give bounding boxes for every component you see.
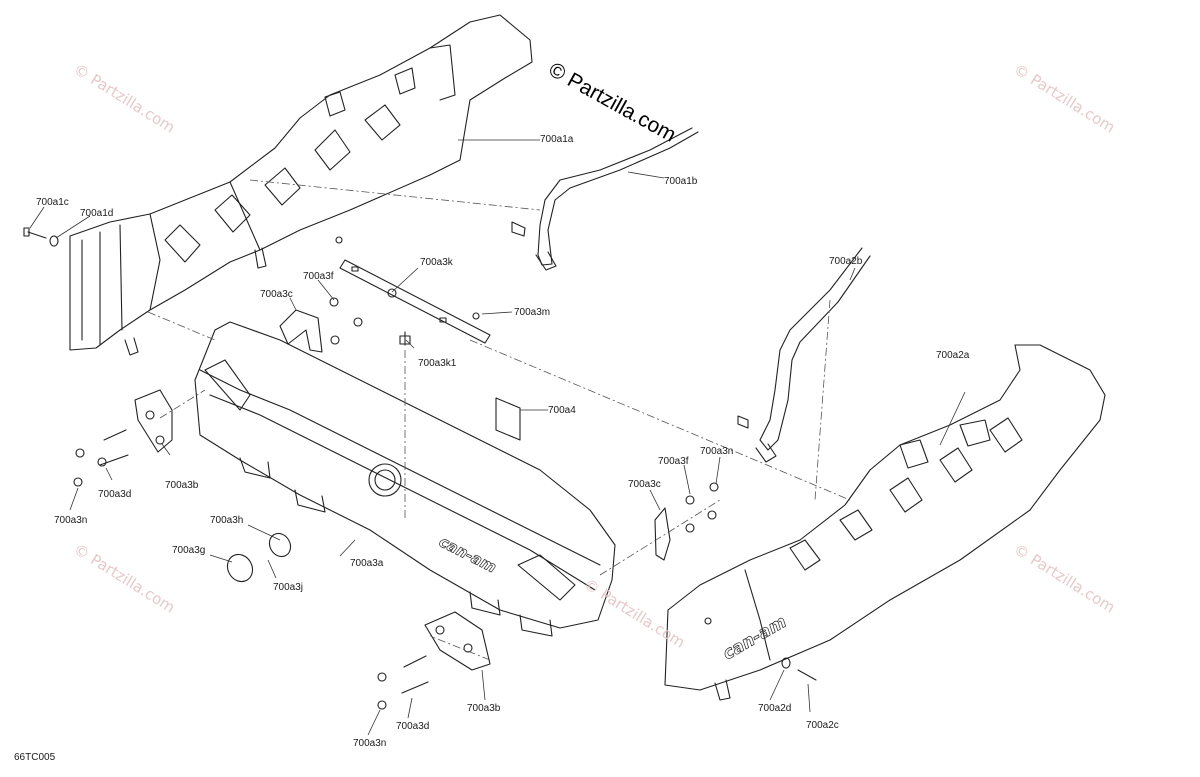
callout-700a3m: 700a3m <box>514 307 551 318</box>
alignment-lines <box>147 179 851 661</box>
callout-700a3k1: 700a3k1 <box>418 358 457 369</box>
callout-700a3n: 700a3n <box>700 446 734 457</box>
callout-700a2c: 700a2c <box>806 720 839 731</box>
left-mount-bracket <box>279 309 323 353</box>
hinge-top <box>134 389 173 453</box>
fasteners <box>23 227 817 710</box>
callout-700a3f: 700a3f <box>658 456 689 467</box>
callout-700a2b: 700a2b <box>829 256 863 267</box>
right-rail <box>737 247 871 463</box>
callout-700a3b: 700a3b <box>467 703 501 714</box>
decal <box>495 397 521 441</box>
callout-700a3d: 700a3d <box>396 721 430 732</box>
emblem <box>226 532 292 583</box>
callout-700a4: 700a4 <box>548 405 576 416</box>
callout-700a1c: 700a1c <box>36 197 69 208</box>
callout-700a3n: 700a3n <box>353 738 387 749</box>
callout-700a2a: 700a2a <box>936 350 970 361</box>
callout-700a3h: 700a3h <box>210 515 244 526</box>
callout-700a3d: 700a3d <box>98 489 132 500</box>
callout-700a3g: 700a3g <box>172 545 206 556</box>
panel-logo-right: can-am <box>720 612 791 664</box>
center-back-panel <box>194 321 616 637</box>
callout-700a3a: 700a3a <box>350 558 384 569</box>
callout-700a3c: 700a3c <box>628 479 661 490</box>
right-fender-panel <box>664 344 1106 701</box>
callout-700a1d: 700a1d <box>80 208 114 219</box>
callout-700a3b: 700a3b <box>165 480 199 491</box>
leader-lines <box>29 139 966 736</box>
top-rail <box>511 127 699 271</box>
callout-700a3c: 700a3c <box>260 289 293 300</box>
callout-700a1b: 700a1b <box>664 176 698 187</box>
panel-logo-center: can-am <box>436 533 499 577</box>
diagram-id: 66TC005 <box>14 752 56 763</box>
callout-700a3j: 700a3j <box>273 582 304 593</box>
right-mount-bracket <box>654 507 671 561</box>
hinge-bottom <box>424 611 491 671</box>
callout-700a3f: 700a3f <box>303 271 334 282</box>
left-fender-panel <box>69 14 533 356</box>
center-bracket <box>339 259 491 346</box>
callout-700a1a: 700a1a <box>540 134 574 145</box>
callout-700a2d: 700a2d <box>758 703 792 714</box>
callout-700a3k: 700a3k <box>420 257 453 268</box>
callout-700a3n: 700a3n <box>54 515 88 526</box>
